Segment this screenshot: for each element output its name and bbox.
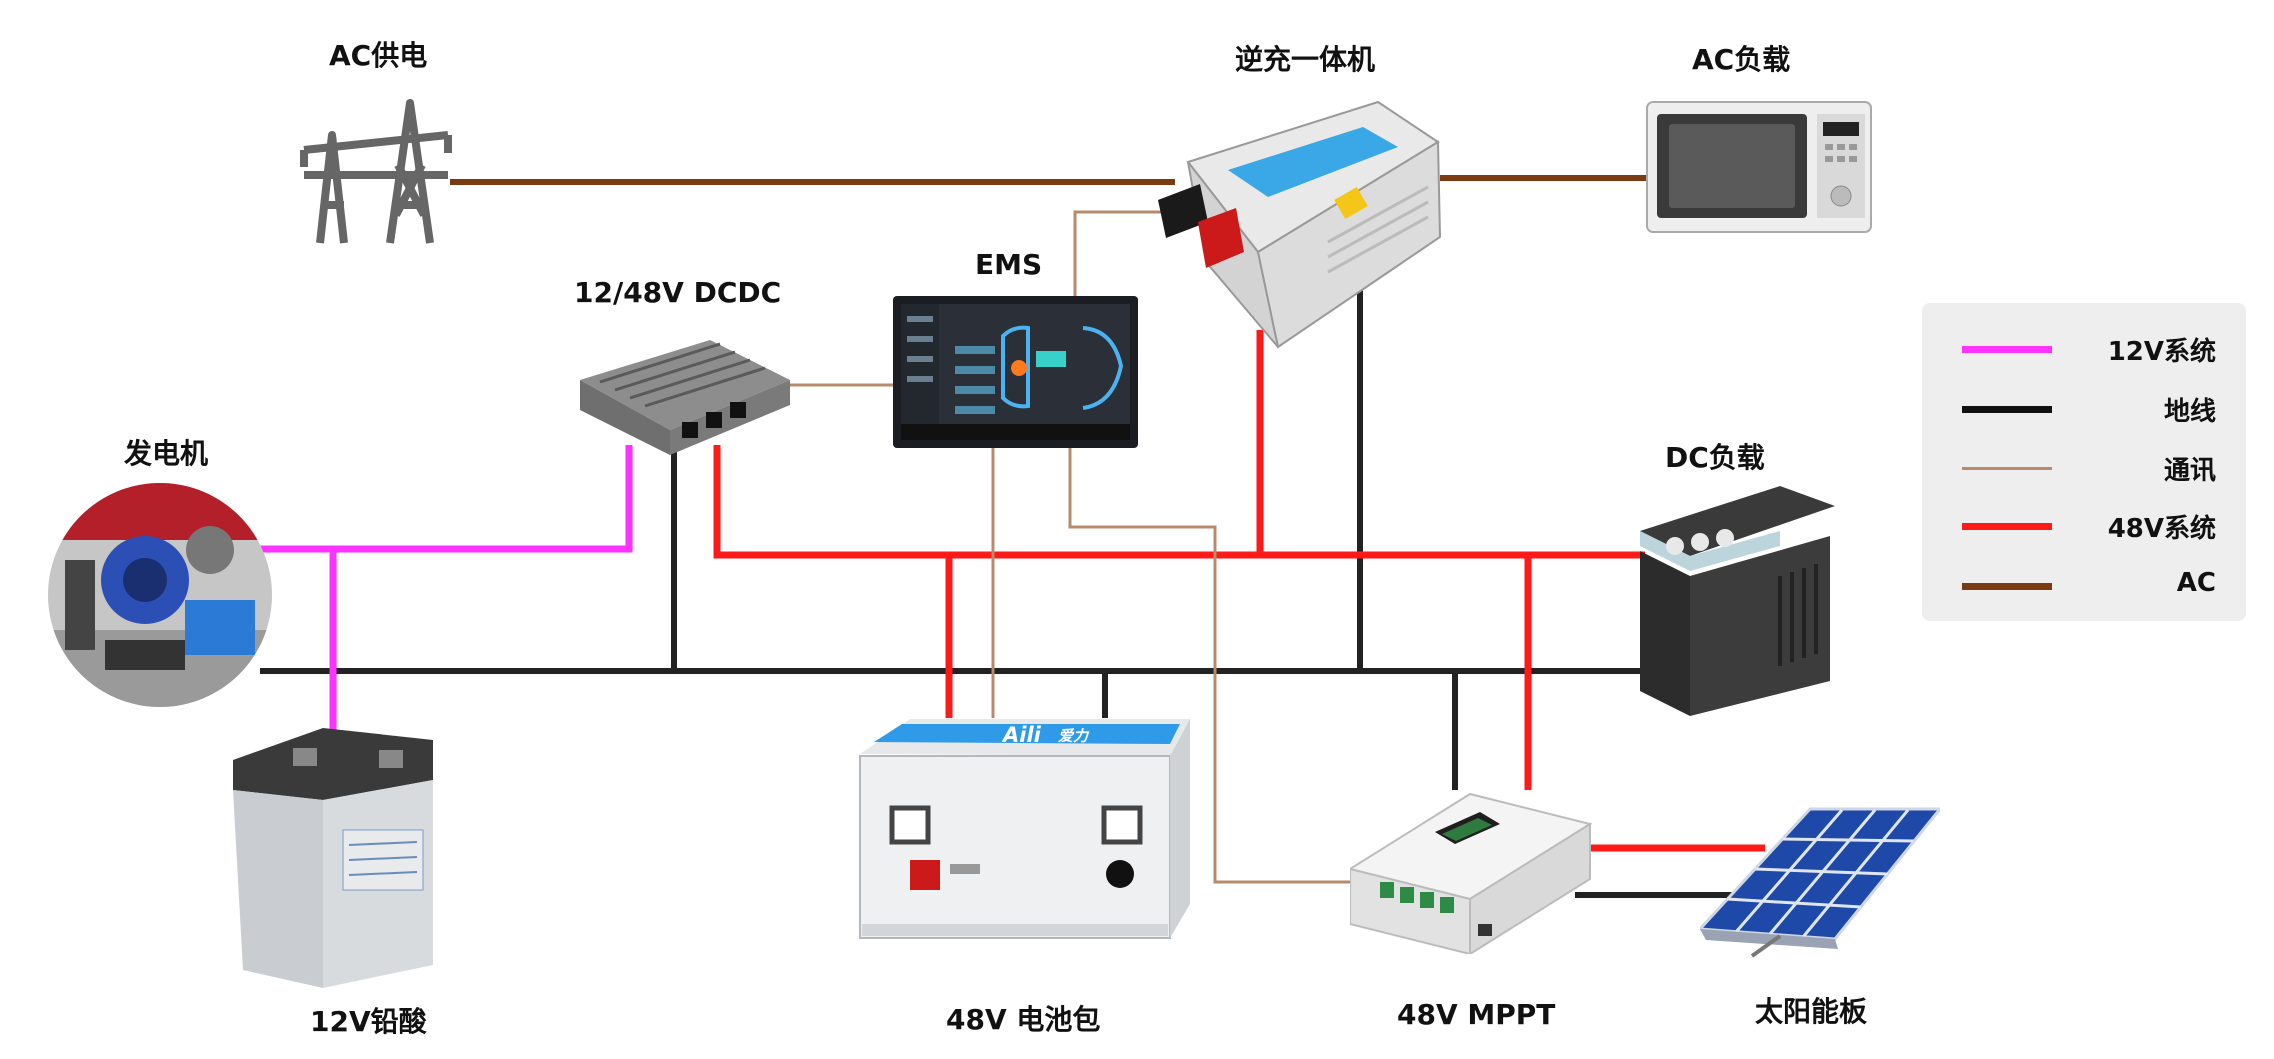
microwave-icon — [1646, 101, 1872, 233]
legend-item: AC — [1922, 566, 2246, 606]
legend-swatch-comm — [1962, 467, 2052, 470]
legend-swatch-ground — [1962, 406, 2052, 413]
legend-label: 地线 — [2163, 397, 2216, 427]
legend-label: 48V系统 — [2107, 514, 2216, 544]
lithium-battery-pack-icon: Aili 爱力 — [859, 719, 1190, 939]
label-inverter: 逆充一体机 — [1235, 43, 1376, 76]
ems-screen-icon — [893, 296, 1138, 448]
legend-swatch-48v — [1962, 523, 2052, 530]
label-ac-load: AC负载 — [1692, 43, 1791, 76]
legend-label: 通讯 — [2163, 456, 2216, 486]
generator-engine-icon — [48, 483, 272, 707]
portable-fridge-icon — [1640, 486, 1835, 716]
v12-generator-to-dcdc — [260, 445, 633, 553]
legend-label: 12V系统 — [2107, 337, 2216, 367]
label-ems: EMS — [975, 248, 1043, 281]
battery-brand-cn: 爱力 — [1058, 727, 1090, 745]
dcdc-converter-icon — [580, 340, 790, 455]
label-generator: 发电机 — [124, 437, 209, 470]
mppt-controller-icon — [1350, 792, 1593, 954]
label-dc-load: DC负载 — [1665, 441, 1765, 474]
v48-bus — [713, 445, 1645, 559]
battery-brand-logo: Aili — [1001, 723, 1042, 747]
label-ac-supply: AC供电 — [329, 39, 428, 72]
inverter-charger-icon — [1158, 100, 1442, 349]
legend: 12V系统 地线 通讯 48V系统 AC — [1922, 303, 2246, 621]
legend-swatch-12v — [1962, 346, 2052, 353]
legend-item: 48V系统 — [1922, 506, 2246, 546]
legend-item: 通讯 — [1922, 448, 2246, 488]
lead-acid-battery-icon — [233, 728, 433, 988]
label-mppt: 48V MPPT — [1397, 998, 1556, 1031]
legend-swatch-ac — [1962, 583, 2052, 590]
legend-label: AC — [2176, 568, 2216, 598]
comm-ems-mppt — [1068, 445, 1355, 884]
label-dcdc: 12/48V DCDC — [574, 276, 782, 309]
label-battery-pack: 48V 电池包 — [946, 1003, 1101, 1036]
solar-panel-icon — [1700, 807, 1940, 958]
power-pylon-icon — [300, 99, 452, 244]
legend-item: 地线 — [1922, 389, 2246, 429]
legend-item: 12V系统 — [1922, 329, 2246, 369]
comm-ems-inverter — [1073, 210, 1180, 297]
label-lead-acid: 12V铅酸 — [310, 1005, 427, 1038]
label-solar-panel: 太阳能板 — [1755, 995, 1868, 1028]
